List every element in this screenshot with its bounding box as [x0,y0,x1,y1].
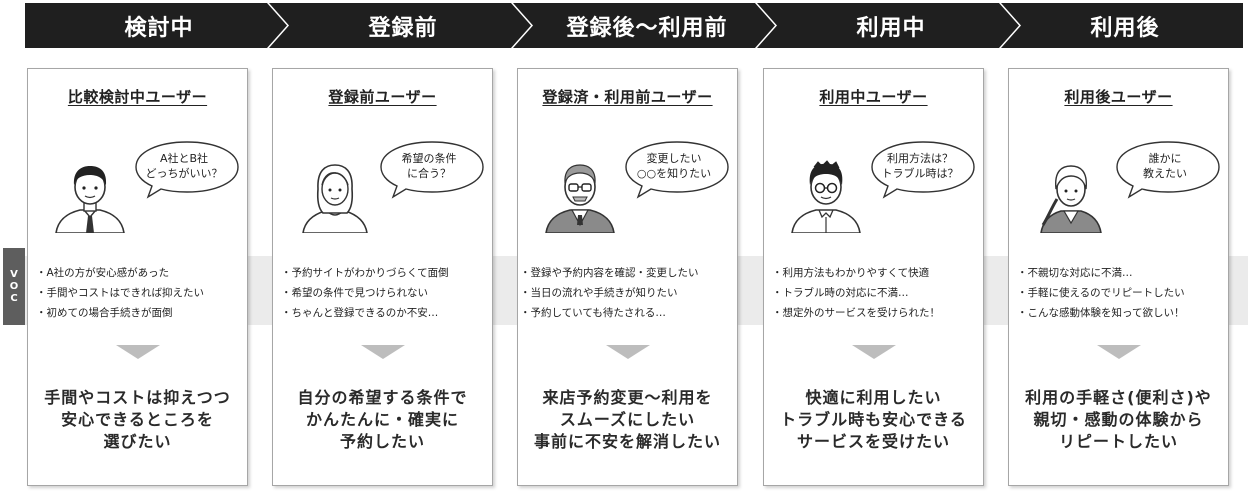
speech-bubble-text: A社とB社 どっちがいい？ [145,152,223,180]
voc-letter: V [10,268,18,280]
needs-text: 来店予約変更〜利用を スムーズにしたい 事前に不安を解消したい [533,388,721,451]
persona-card: 登録済・利用前ユーザー 変更したい ○○を知りたい 登録や予約内容を確認・変更し… [517,68,738,486]
voc-item: 登録や予約内容を確認・変更したい [520,263,737,283]
voc-letter: C [10,292,18,304]
speech-bubble-icon [1116,141,1220,199]
needs-text: 手間やコストは抑えつつ 安心できるところを 選びたい [44,388,231,451]
voc-item: 利用方法もわかりやすくて快適 [772,263,983,283]
stage-label: 登録後〜利用前 [566,15,728,41]
down-arrow-icon [116,345,160,359]
speech-bubble-text: 誰かに 教えたい [1143,152,1187,180]
voc-item: 予約サイトがわかりづらくて面倒 [281,263,492,283]
speech-bubble-icon [871,141,975,199]
voc-letter: O [9,280,19,292]
voc-item: 想定外のサービスを受けられた！ [772,303,983,323]
voc-list: 予約サイトがわかりづらくて面倒 希望の条件で見つけられない ちゃんと登録できるの… [273,257,492,331]
voc-item: 手間やコストはできれば抑えたい [36,283,247,303]
stage-after-use: 利用後 [1001,3,1243,48]
voc-item: 当日の流れや手続きが知りたい [520,283,737,303]
voc-list: 不親切な対応に不満… 手軽に使えるのでリピートしたい こんな感動体験を知って欲し… [1009,257,1228,331]
down-arrow-icon [1097,345,1141,359]
stage-label: 利用後 [1090,15,1160,41]
voc-item: こんな感動体験を知って欲しい！ [1017,303,1228,323]
man-with-tie-icon [55,166,125,233]
speech-bubble-icon [625,141,729,199]
stage-pre-registration: 登録前 [269,3,531,48]
voc-item: トラブル時の対応に不満… [772,283,983,303]
persona-title: 利用中ユーザー [819,88,928,106]
woman-long-hair-icon [302,164,368,233]
speech-bubble-text: 利用方法は？ トラブル時は？ [881,152,959,180]
down-arrow-icon [361,345,405,359]
woman-ponytail-icon [1040,165,1102,233]
stage-label: 利用中 [856,15,926,41]
stage-post-registration: 登録後〜利用前 [513,3,775,48]
persona-card: 利用中ユーザー 利用方法は？ トラブル時は？ 利用方法もわかりやすくて快適 トラ… [763,68,984,486]
needs-text: 快適に利用したい トラブル時も安心できる サービスを受けたい [780,388,967,451]
speech-bubble-icon [135,141,239,199]
voc-item: 初めての場合手続きが面倒 [36,303,247,323]
voc-item: 希望の条件で見つけられない [281,283,492,303]
persona-title: 比較検討中ユーザー [67,88,208,106]
needs-text: 利用の手軽さ(便利さ)や 親切・感動の体験から リピートしたい [1025,388,1212,451]
voc-item: 手軽に使えるのでリピートしたい [1017,283,1228,303]
man-glasses-icon [791,160,861,233]
speech-bubble-icon [380,141,484,199]
voc-list: 登録や予約内容を確認・変更したい 当日の流れや手続きが知りたい 予約していても待… [518,257,737,331]
down-arrow-icon [606,345,650,359]
voc-item: 予約していても待たされる… [520,303,737,323]
voc-list: 利用方法もわかりやすくて快適 トラブル時の対応に不満… 想定外のサービスを受けら… [764,257,983,331]
senior-man-glasses-icon [545,164,615,233]
stage-label: 登録前 [368,15,438,41]
voc-list: A社の方が安心感があった 手間やコストはできれば抑えたい 初めての場合手続きが面… [28,257,247,331]
stage-flow: 検討中 登録前 登録後〜利用前 利用中 利用後 [25,3,1243,48]
voc-item: ちゃんと登録できるのか不安… [281,303,492,323]
persona-title: 登録前ユーザー [328,88,437,106]
needs-text: 自分の希望する条件で かんたんに・確実に 予約したい [297,388,468,451]
voc-item: A社の方が安心感があった [36,263,247,283]
persona-card: 利用後ユーザー 誰かに 教えたい 不親切な対応に不満… 手軽に使えるのでリピート… [1008,68,1229,486]
speech-bubble-text: 希望の条件 に合う？ [401,152,457,180]
persona-card: 比較検討中ユーザー A社とB社 どっちがいい？ A社の方が安心感があった 手間や… [27,68,248,486]
stage-label: 検討中 [124,15,194,41]
voc-item: 不親切な対応に不満… [1017,263,1228,283]
voc-tab: V O C [3,248,25,325]
stage-in-use: 利用中 [757,3,1019,48]
persona-title: 利用後ユーザー [1064,88,1173,106]
down-arrow-icon [852,345,896,359]
persona-title: 登録済・利用前ユーザー [542,88,713,106]
persona-card: 登録前ユーザー 希望の条件 に合う？ 予約サイトがわかりづらくて面倒 希望の条件… [272,68,493,486]
stage-consideration: 検討中 [25,3,287,48]
speech-bubble-text: 変更したい ○○を知りたい [636,152,712,180]
